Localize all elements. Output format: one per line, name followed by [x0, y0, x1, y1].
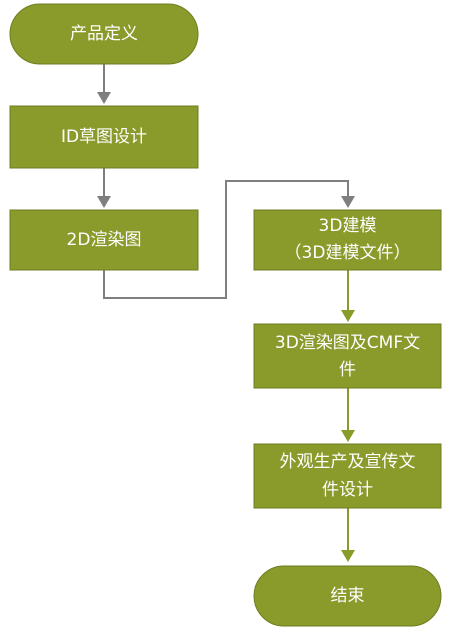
connector-2d-to-3d	[103, 180, 355, 299]
node-end-label: 结束	[331, 586, 365, 606]
node-render-3d-cmf: 3D渲染图及CMF文 件	[253, 323, 442, 389]
connector-render-to-production	[341, 388, 355, 442]
node-render-3d-cmf-label-line2: 件	[339, 360, 356, 380]
node-product-definition: 产品定义	[9, 3, 199, 65]
node-id-sketch: ID草图设计	[9, 105, 199, 169]
node-end: 结束	[253, 565, 442, 627]
node-production-design: 外观生产及宣传文 件设计	[253, 443, 442, 509]
connector-3d-to-render	[341, 270, 355, 322]
node-render-2d-label: 2D渲染图	[67, 230, 142, 250]
connector-product-to-sketch	[97, 64, 111, 104]
node-production-design-label-line2: 件设计	[322, 480, 373, 500]
node-id-sketch-label: ID草图设计	[61, 127, 147, 147]
connector-production-to-end	[341, 508, 355, 562]
connector-sketch-to-2d	[97, 168, 111, 208]
node-model-3d-label-line2: （3D建模文件）	[285, 243, 411, 263]
node-render-3d-cmf-label-line1: 3D渲染图及CMF文	[275, 333, 420, 353]
node-model-3d: 3D建模 （3D建模文件）	[253, 209, 442, 271]
node-production-design-label-line1: 外观生产及宣传文	[280, 452, 416, 472]
node-product-definition-label: 产品定义	[70, 24, 138, 44]
node-model-3d-label-line1: 3D建模	[319, 216, 377, 236]
node-render-2d: 2D渲染图	[9, 209, 199, 271]
